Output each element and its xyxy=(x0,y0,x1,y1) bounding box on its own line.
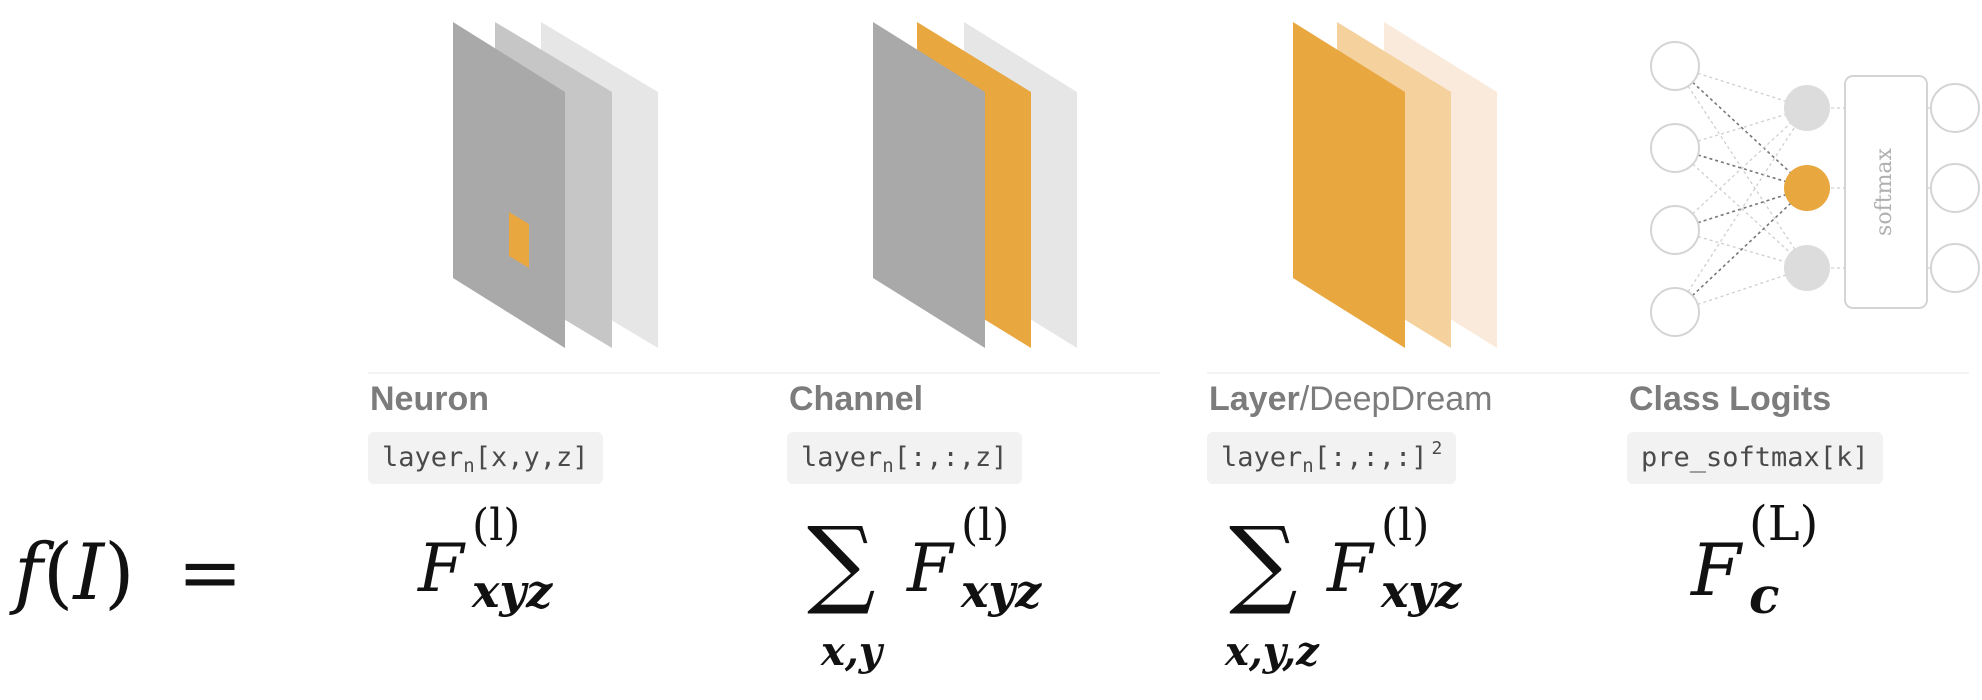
network-edge xyxy=(1674,65,1808,109)
network-illustration: softmax xyxy=(1650,41,1980,337)
feature-map-front xyxy=(1293,22,1405,348)
sum-index: x,y xyxy=(821,628,883,675)
input-neuron xyxy=(1650,41,1700,91)
class-logits-code: pre_softmax[k] xyxy=(1627,432,1883,484)
column-channel: Channel layern[:,:,z] ∑ x,y F (l) xyz xyxy=(787,0,1207,700)
lhs-equation: f(I) = xyxy=(14,528,243,618)
network-edge xyxy=(1674,187,1808,231)
input-neuron xyxy=(1650,123,1700,173)
layer-code: layern[:,:,:]2 xyxy=(1207,432,1457,484)
output-neuron xyxy=(1930,163,1980,213)
output-neuron xyxy=(1930,83,1980,133)
layer-illustration xyxy=(1293,22,1497,348)
feature-map-front xyxy=(873,22,985,348)
network-nodes xyxy=(1650,41,1980,337)
layer-formula: ∑ x,y,z F (l) xyz xyxy=(1225,500,1462,675)
lhs-equals: = xyxy=(177,528,243,618)
network-edge xyxy=(1674,267,1808,313)
channel-formula: ∑ x,y F (l) xyz xyxy=(807,500,1042,675)
input-neuron xyxy=(1650,287,1700,337)
highlighted-neuron xyxy=(509,212,529,268)
hidden-neuron xyxy=(1784,245,1830,291)
separator xyxy=(1207,372,1969,374)
lhs-lparen: ( xyxy=(42,528,74,618)
layer-title: Layer/DeepDream xyxy=(1209,380,1493,418)
column-layer: Layer/DeepDream layern[:,:,:]2 ∑ x,y,z F… xyxy=(1207,0,1627,700)
channel-illustration xyxy=(873,22,1077,348)
network-edge xyxy=(1674,187,1808,313)
sum-symbol: ∑ xyxy=(1229,506,1298,618)
channel-code: layern[:,:,z] xyxy=(787,432,1022,484)
highlighted-logit-neuron xyxy=(1784,165,1830,211)
feature-map-front xyxy=(453,22,565,348)
lhs-f: f xyxy=(14,528,43,618)
channel-title: Channel xyxy=(789,380,924,418)
separator xyxy=(368,372,1160,374)
sum-index: x,y,z xyxy=(1225,628,1319,675)
hidden-neuron xyxy=(1784,85,1830,131)
network-edge xyxy=(1674,107,1808,313)
output-neuron xyxy=(1930,243,1980,293)
softmax-label: softmax xyxy=(1872,147,1897,235)
column-class-logits: softmax Class Logits pre_softmax[k] F(L)… xyxy=(1627,0,1982,700)
input-neuron xyxy=(1650,205,1700,255)
sum-symbol: ∑ xyxy=(807,506,876,618)
lhs-rparen: ) xyxy=(104,528,135,618)
neuron-title: Neuron xyxy=(370,380,489,418)
lhs-I: I xyxy=(73,528,105,618)
neuron-code: layern[x,y,z] xyxy=(368,432,603,484)
column-neuron: Neuron layern[x,y,z] F(l)xyz xyxy=(368,0,788,700)
neuron-illustration xyxy=(453,22,658,348)
network-edge xyxy=(1674,65,1808,269)
neuron-formula: F(l)xyz xyxy=(418,500,553,618)
class-logits-formula: F(L)c xyxy=(1691,496,1819,625)
softmax-box xyxy=(1844,75,1928,309)
class-logits-title: Class Logits xyxy=(1629,380,1832,418)
